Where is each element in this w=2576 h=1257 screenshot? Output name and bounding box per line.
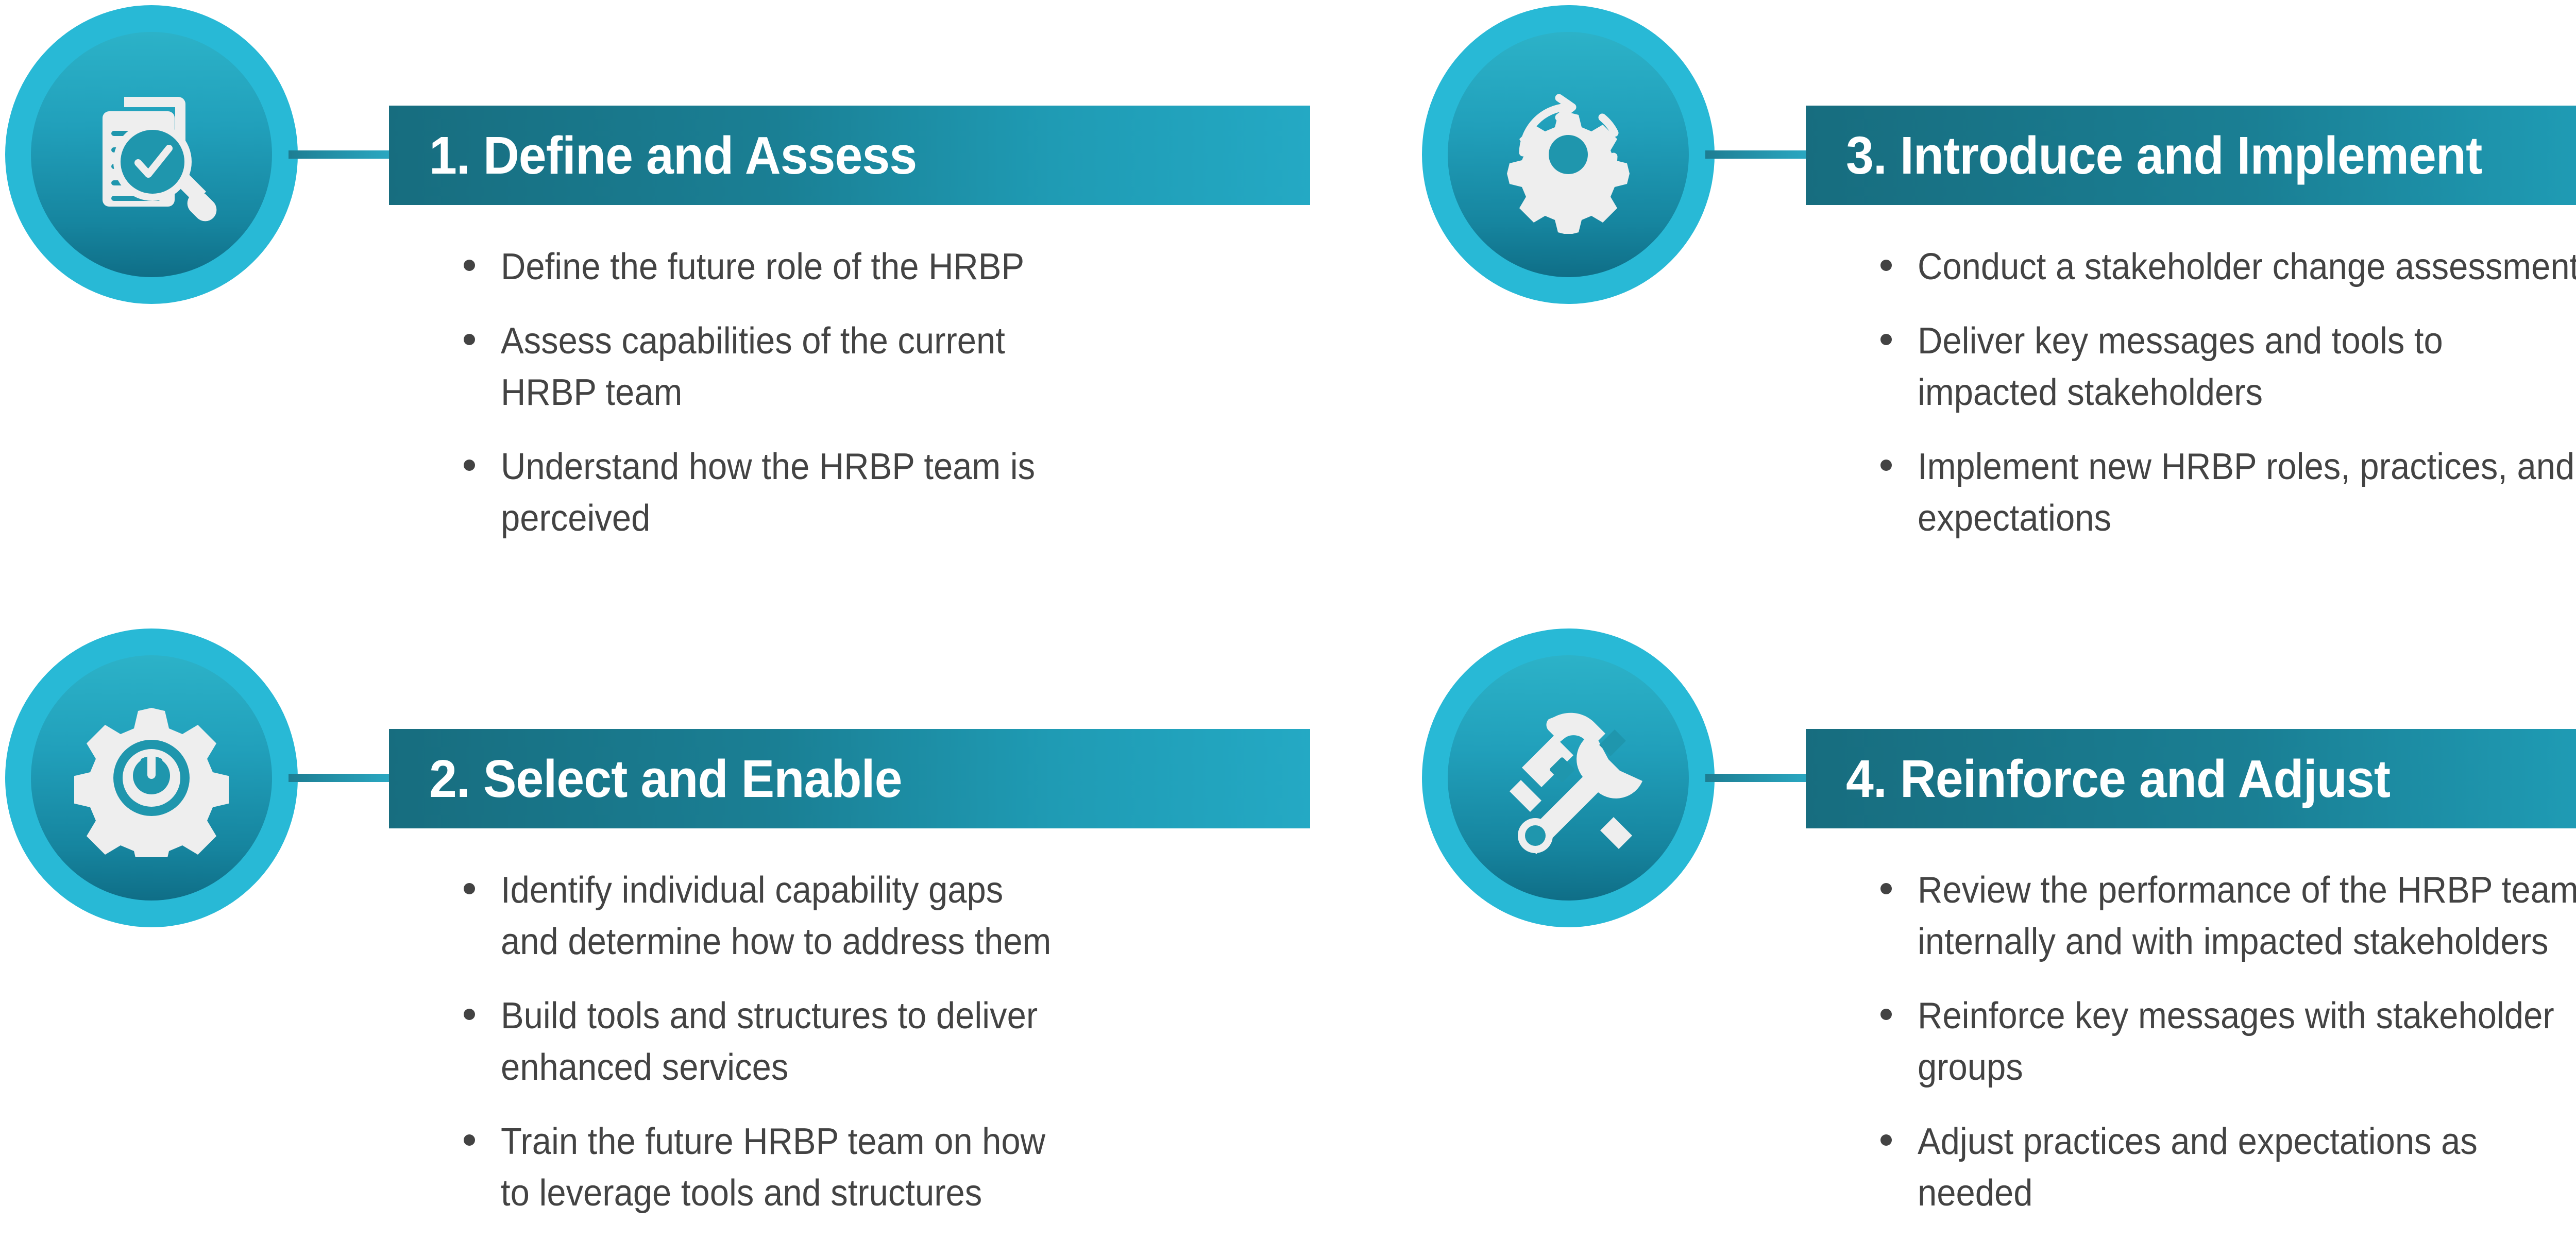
gear-power-icon: [74, 699, 229, 857]
list-item: Identify individual capability gaps and …: [464, 864, 1329, 967]
hammer-wrench-icon: [1491, 699, 1646, 857]
bullet-text: Define the future role of the HRBP: [501, 246, 1025, 287]
step-panel-2: 2. Select and Enable Identify individual…: [0, 623, 1440, 1252]
list-item: Deliver key messages and tools to impact…: [1880, 315, 2576, 418]
bullet-text: Conduct a stakeholder change assessment: [1918, 246, 2576, 287]
bullet-text: Adjust practices and expectations as nee…: [1918, 1121, 2478, 1214]
step-2-title: 2. Select and Enable: [429, 749, 902, 808]
bullet-text: Identify individual capability gaps and …: [501, 870, 1052, 962]
step-4-icon-badge: [1422, 628, 1715, 927]
step-3-bullet-list: Conduct a stakeholder change assessment …: [1880, 241, 2576, 544]
bullet-text: Assess capabilities of the current HRBP …: [501, 320, 1005, 413]
step-panel-4: 4. Reinforce and Adjust Review the perfo…: [1417, 623, 2576, 1252]
list-item: Assess capabilities of the current HRBP …: [464, 315, 1329, 418]
step-4-title: 4. Reinforce and Adjust: [1846, 749, 2391, 808]
step-panel-1: 1. Define and Assess Define the future r…: [0, 0, 1440, 628]
bullet-dot-icon: [1880, 1134, 1892, 1146]
step-2-title-bar: 2. Select and Enable: [389, 729, 1310, 828]
step-1-bullet-list: Define the future role of the HRBP Asses…: [464, 241, 1329, 544]
bullet-text: Review the performance of the HRBP team …: [1918, 870, 2576, 962]
bullet-dot-icon: [464, 1134, 475, 1146]
bullet-dot-icon: [464, 460, 475, 471]
list-item: Implement new HRBP roles, practices, and…: [1880, 441, 2576, 544]
bullet-dot-icon: [1880, 460, 1892, 471]
bullet-dot-icon: [1880, 334, 1892, 345]
step-panel-3: 3. Introduce and Implement Conduct a sta…: [1417, 0, 2576, 628]
bullet-dot-icon: [464, 883, 475, 894]
step-2-bullet-list: Identify individual capability gaps and …: [464, 864, 1329, 1219]
list-item: Conduct a stakeholder change assessment: [1880, 241, 2576, 293]
list-item: Build tools and structures to deliver en…: [464, 990, 1329, 1093]
step-1-icon-badge: [5, 5, 298, 304]
bullet-dot-icon: [464, 260, 475, 271]
bullet-dot-icon: [1880, 1009, 1892, 1020]
bullet-text: Reinforce key messages with stakeholder …: [1918, 995, 2554, 1088]
step-4-bullet-list: Review the performance of the HRBP team …: [1880, 864, 2576, 1219]
list-item: Adjust practices and expectations as nee…: [1880, 1116, 2576, 1219]
step-3-title-bar: 3. Introduce and Implement: [1806, 106, 2576, 205]
list-item: Train the future HRBP team on how to lev…: [464, 1116, 1329, 1219]
bullet-text: Implement new HRBP roles, practices, and…: [1918, 446, 2575, 539]
step-3-connector-line: [1705, 150, 1808, 159]
step-4-title-bar: 4. Reinforce and Adjust: [1806, 729, 2576, 828]
step-2-connector-line: [289, 774, 392, 782]
bullet-dot-icon: [1880, 883, 1892, 894]
list-item: Understand how the HRBP team is perceive…: [464, 441, 1329, 544]
bullet-dot-icon: [464, 334, 475, 345]
badge-inner-disc: [1448, 655, 1689, 901]
step-1-title-bar: 1. Define and Assess: [389, 106, 1310, 205]
gear-cycle-arrows-icon: [1491, 75, 1646, 234]
bullet-dot-icon: [464, 1009, 475, 1020]
bullet-dot-icon: [1880, 260, 1892, 271]
list-item: Reinforce key messages with stakeholder …: [1880, 990, 2576, 1093]
bullet-text: Train the future HRBP team on how to lev…: [501, 1121, 1046, 1214]
bullet-text: Deliver key messages and tools to impact…: [1918, 320, 2443, 413]
step-2-icon-badge: [5, 628, 298, 927]
step-4-connector-line: [1705, 774, 1808, 782]
document-magnifier-check-icon: [74, 75, 229, 234]
bullet-text: Understand how the HRBP team is perceive…: [501, 446, 1036, 539]
step-3-icon-badge: [1422, 5, 1715, 304]
list-item: Define the future role of the HRBP: [464, 241, 1329, 293]
step-1-connector-line: [289, 150, 392, 159]
list-item: Review the performance of the HRBP team …: [1880, 864, 2576, 967]
step-1-title: 1. Define and Assess: [429, 126, 917, 185]
bullet-text: Build tools and structures to deliver en…: [501, 995, 1038, 1088]
step-3-title: 3. Introduce and Implement: [1846, 126, 2482, 185]
